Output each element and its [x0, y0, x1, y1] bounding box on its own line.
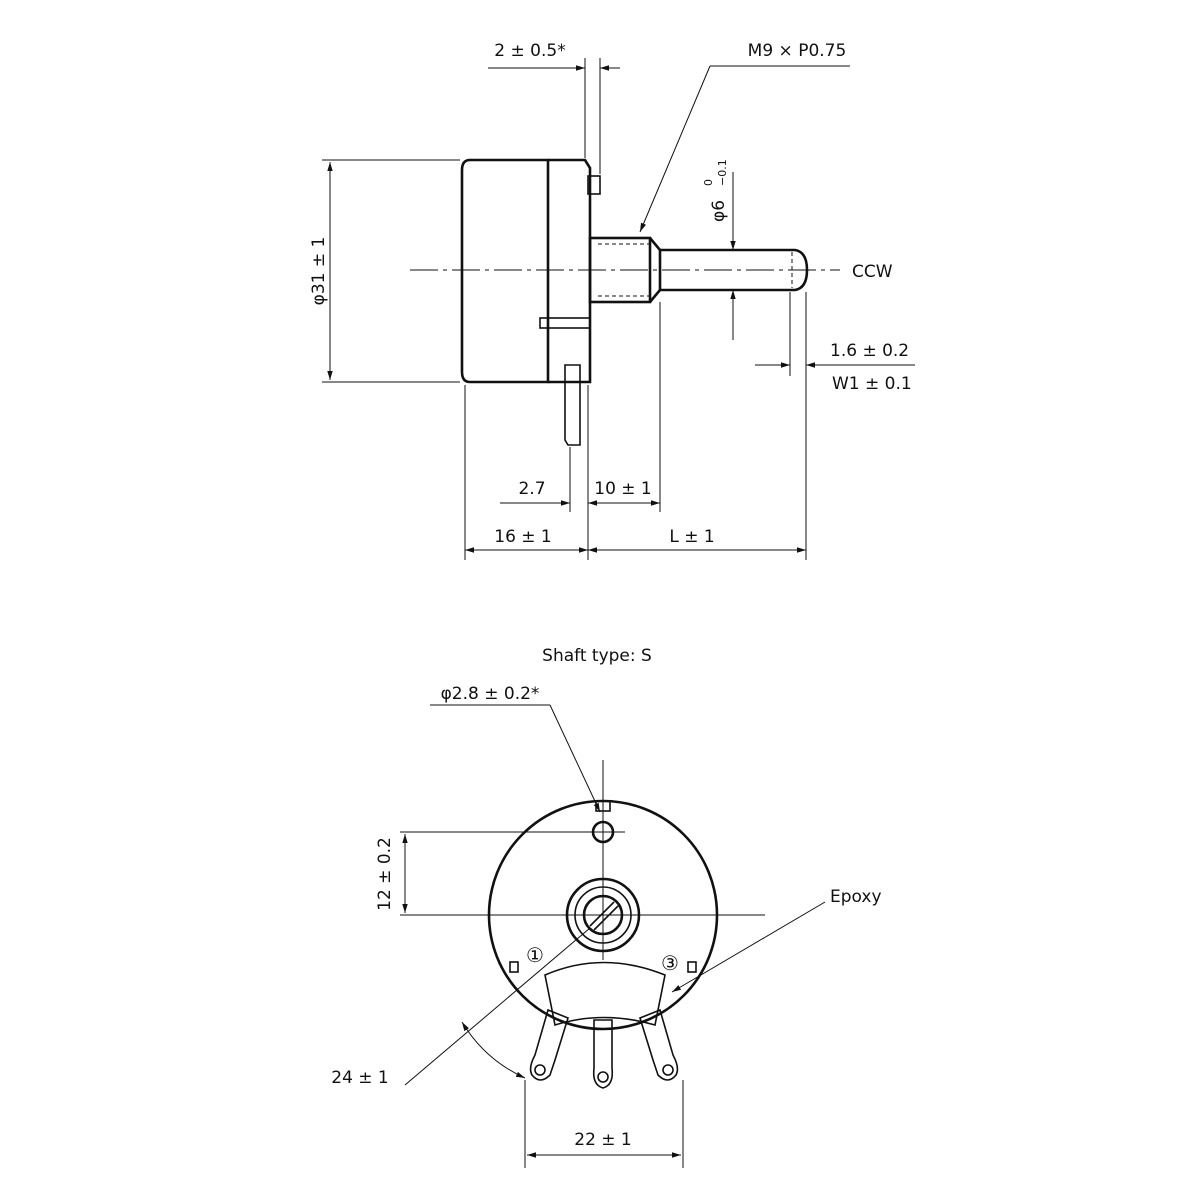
- body-housing: [460, 158, 550, 384]
- shaft-dia-label: φ6: [709, 200, 729, 222]
- locating-tab: [587, 175, 601, 195]
- bushing-length-label: 10 ± 1: [594, 479, 652, 499]
- terminal-small: [539, 317, 591, 329]
- shaft-length-label: L ± 1: [669, 527, 714, 547]
- terminal-span-label: 22 ± 1: [574, 1130, 632, 1150]
- terminal-1: [529, 1008, 569, 1081]
- terminal-1-label: ①: [526, 943, 544, 967]
- terminal-3: [639, 1008, 679, 1081]
- body-depth-label: 16 ± 1: [494, 527, 552, 547]
- front-view: Shaft type: S 12 ± 0.2 φ2.8 ± 0.: [331, 646, 882, 1168]
- terminal-offset-label: 2.7: [518, 479, 545, 499]
- body-dia-label: φ31 ± 1: [309, 237, 329, 306]
- terminal-3-label: ③: [661, 951, 679, 975]
- shaft-tol-lower: −0.1: [716, 159, 729, 186]
- terminal-2: [592, 1019, 614, 1089]
- flat-width-label: W1 ± 0.1: [832, 374, 912, 394]
- direction-label: CCW: [852, 262, 893, 282]
- terminal-lug: [564, 364, 581, 446]
- shaft-tol-upper: 0: [702, 179, 715, 186]
- thread-label: M9 × P0.75: [748, 41, 847, 61]
- epoxy-region: [544, 961, 666, 1027]
- epoxy-label: Epoxy: [830, 887, 882, 907]
- angle-label: 24 ± 1: [331, 1068, 389, 1088]
- side-view: φ31 ± 1 2 ± 0.5* M9 × P0.75 φ6 0 −0.1 CC…: [309, 41, 915, 560]
- body-cover: [548, 158, 592, 384]
- flat-depth-label: 1.6 ± 0.2: [830, 341, 909, 361]
- shaft-type-caption: Shaft type: S: [542, 646, 652, 666]
- hole-dia-label: φ2.8 ± 0.2*: [441, 684, 540, 704]
- hole-offset-label: 12 ± 0.2: [375, 837, 395, 911]
- bushing-offset-label: 2 ± 0.5*: [494, 41, 565, 61]
